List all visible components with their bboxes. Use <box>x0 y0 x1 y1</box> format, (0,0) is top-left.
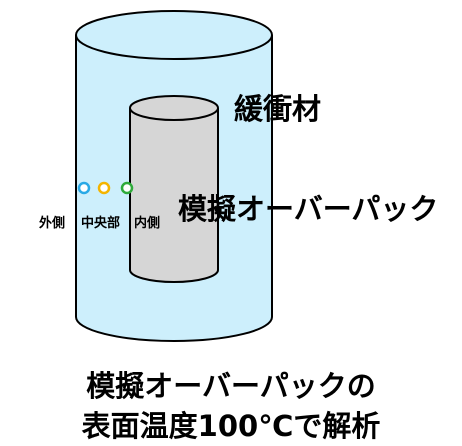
overpack-cylinder-body <box>129 108 219 283</box>
middle-point-label: 中央部 <box>81 216 121 231</box>
inner-point-label: 内側 <box>134 216 161 231</box>
overpack-label: 模擬オーバーパック <box>178 192 439 226</box>
buffer-cylinder-top <box>75 10 273 60</box>
caption: 模擬オーバーパックの 表面温度100℃で解析 <box>0 366 462 446</box>
inner-point-marker <box>120 181 134 195</box>
caption-line-2: 表面温度100℃で解析 <box>81 409 381 443</box>
overpack-cylinder-top <box>129 95 219 121</box>
outer-point-marker <box>77 181 91 195</box>
outer-point-label: 外側 <box>39 216 66 231</box>
overpack-cylinder <box>129 95 219 283</box>
middle-point-marker <box>97 181 111 195</box>
buffer-material-label: 緩衝材 <box>234 92 322 126</box>
caption-line-1: 模擬オーバーパックの <box>86 369 376 403</box>
